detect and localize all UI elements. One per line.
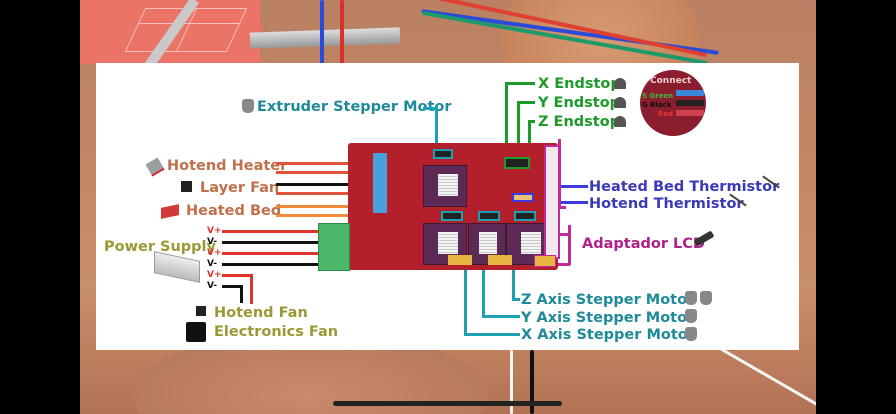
label-x-endstop: X Endstop [538,76,621,92]
label-x-axis-stepper-motor: X Axis Stepper Motor [521,327,695,343]
cable-black [530,350,534,414]
terminal-label: V+ [207,248,222,258]
endstop-header [504,157,530,169]
stepper-motor-icon [685,327,697,341]
connector [534,255,556,267]
label-hotend-fan: Hotend Fan [214,305,308,321]
cable-white [510,350,513,414]
screw-terminal [373,153,387,213]
fan-icon [186,322,206,342]
label-layer-fan: Layer Fan [200,180,280,196]
cable-vertical-red [340,0,344,64]
endstop-icon [614,97,626,108]
hotend-icon [145,157,165,177]
label-electronics-fan: Electronics Fan [214,324,339,340]
power-supply-icon [154,251,200,283]
cable-vertical-blue [320,0,324,64]
y-motor-header [478,211,500,221]
label-heated-bed-thermistor: Heated Bed Thermistor [589,179,780,195]
ground-label: G Black [642,101,672,109]
stepper-motor-icon [685,309,697,323]
power-label: Red [658,110,674,118]
stepper-motor-icon [700,291,712,305]
label-hotend-thermistor: Hotend Thermistor [589,196,744,212]
thermistor-header [512,193,534,202]
stepper-motor-icon [242,99,254,113]
z-motor-header [514,211,536,221]
signal-label: S Green [642,92,674,100]
x-motor-header [441,211,463,221]
terminal-label: V+ [207,270,222,280]
label-hotend-heater: Hotend Heater [167,158,288,174]
stepper-motor-icon [685,291,697,305]
extruder-header [433,149,453,159]
fan-icon [181,181,192,192]
connector [448,255,472,265]
label-z-endstop: Z Endstop [538,114,621,130]
home-indicator[interactable] [333,401,562,406]
endstop-icon [614,116,626,127]
aluminum-rail [249,27,401,49]
label-power-supply: Power Supply [104,239,216,255]
label-adaptador-lcd: Adaptador LCD [582,236,705,252]
label-y-endstop: Y Endstop [538,95,621,111]
label-z-axis-stepper-motor: Z Axis Stepper Motor [521,292,695,308]
terminal-label: V- [207,281,218,291]
endstop-connector-detail: Connect S Green G Black Red [640,70,706,136]
label-extruder-stepper-motor: Extruder Stepper Motor [257,99,452,115]
fan-icon [196,306,206,316]
ramps-board [348,143,560,270]
power-terminal-block [318,223,350,271]
terminal-label: V+ [207,226,222,236]
connect-label: Connect [650,76,692,86]
heated-bed-icon [161,204,179,219]
lcd-header [544,145,560,259]
cable-green [421,10,709,66]
endstop-icon [614,78,626,89]
stepper-driver [423,165,467,207]
terminal-label: V- [207,259,218,269]
label-y-axis-stepper-motor: Y Axis Stepper Motor [521,310,695,326]
label-heated-bed: Heated Bed [186,203,282,219]
connector [488,255,512,265]
terminal-label: V- [207,237,218,247]
